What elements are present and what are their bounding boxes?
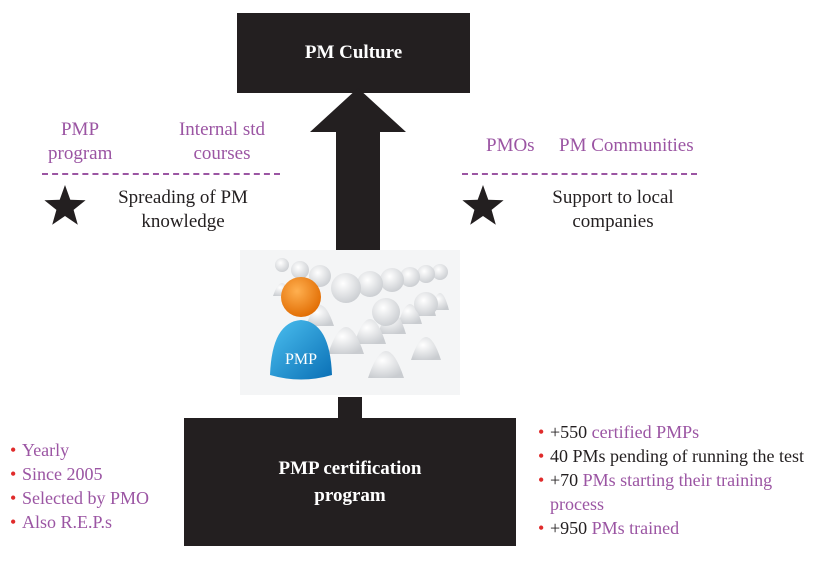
pmp-people-image: PMP — [240, 250, 460, 395]
right-bullet-list: +550 certified PMPs 40 PMs pending of ru… — [538, 420, 816, 540]
list-item: 40 PMs pending of running the test — [538, 444, 816, 468]
spreading-line1: Spreading of PM — [118, 187, 248, 208]
stat-text: PMs trained — [587, 518, 680, 538]
spreading-knowledge-text: Spreading of PM knowledge — [104, 186, 262, 234]
pmp-program-label: PMP program — [48, 118, 112, 166]
list-item: +550 certified PMPs — [538, 420, 816, 444]
stat-text: certified PMPs — [587, 422, 700, 442]
support-companies-text: Support to local companies — [532, 186, 694, 234]
list-item: Since 2005 — [10, 462, 180, 486]
left-bullet-list: Yearly Since 2005 Selected by PMO Also R… — [10, 438, 180, 534]
list-item: +70 PMs starting their training process — [538, 468, 816, 516]
pm-culture-label: PM Culture — [304, 42, 403, 63]
list-item: Yearly — [10, 438, 180, 462]
star-icon — [461, 183, 505, 227]
stat-text: 40 PMs pending of running the test — [550, 446, 804, 466]
stat-number: +550 — [550, 422, 588, 442]
support-line2: companies — [572, 211, 654, 232]
stat-number: +70 — [550, 470, 579, 490]
list-item: Selected by PMO — [10, 486, 180, 510]
pm-communities-label: PM Communities — [559, 135, 694, 156]
support-line1: Support to local — [552, 187, 674, 208]
pmp-program-line1: PMP — [60, 119, 100, 140]
internal-courses-label: Internal std courses — [170, 118, 274, 166]
pm-culture-box: PM Culture — [237, 13, 470, 93]
pmp-certification-line2: program — [314, 485, 386, 506]
internal-courses-line1: Internal std — [178, 119, 265, 140]
pmp-badge-label: PMP — [285, 351, 317, 368]
list-item: Also R.E.P.s — [10, 510, 180, 534]
internal-courses-line2: courses — [193, 143, 251, 164]
pmp-program-line2: program — [48, 143, 113, 164]
list-item: +950 PMs trained — [538, 516, 816, 540]
right-dashed-divider — [462, 173, 697, 175]
up-arrow-icon — [310, 88, 406, 258]
left-dashed-divider — [42, 173, 280, 175]
pmp-certification-line1: PMP certification — [278, 458, 422, 479]
pmp-certification-box: PMP certification program — [184, 418, 516, 546]
stat-number: +950 — [550, 518, 588, 538]
spreading-line2: knowledge — [141, 211, 225, 232]
stat-text: PMs starting their training process — [550, 470, 773, 514]
star-icon — [43, 183, 87, 227]
connector-block — [338, 397, 362, 419]
pmos-label: PMOs — [486, 135, 535, 156]
